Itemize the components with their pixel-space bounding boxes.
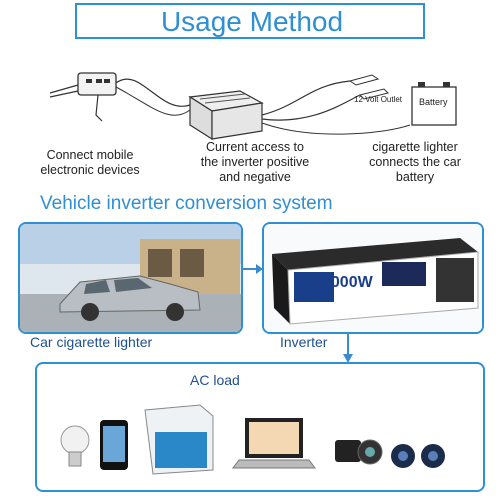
battery-label: Battery xyxy=(419,97,448,107)
inverter-illustration xyxy=(264,224,482,332)
ac-load-devices xyxy=(60,404,445,475)
camera-icon xyxy=(335,439,383,465)
speaker-icon xyxy=(391,444,445,468)
inverter-power-label: 3000W xyxy=(322,274,373,291)
wiring-illustration xyxy=(49,72,457,141)
car-image-panel xyxy=(18,222,243,334)
car-illustration xyxy=(20,224,241,332)
battery-icon xyxy=(411,82,457,126)
step-caption-devices: Connect mobile electronic devices xyxy=(40,148,140,177)
ac-load-label: AC load xyxy=(190,372,240,388)
car-icon xyxy=(59,275,201,321)
small-inverter-icon xyxy=(188,90,264,141)
ac-load-panel xyxy=(35,362,485,492)
arrow-right-icon xyxy=(242,264,263,274)
battery-clip-icon xyxy=(348,74,389,100)
car-fridge-icon xyxy=(144,404,214,475)
title-box: Usage Method xyxy=(75,3,425,39)
system-title: Vehicle inverter conversion system xyxy=(40,193,333,214)
arrow-down-icon xyxy=(343,334,353,363)
inverter-label: Inverter xyxy=(280,334,328,350)
smartphone-icon xyxy=(100,420,128,470)
light-bulb-icon xyxy=(60,425,90,467)
outlet-label: 12 Volt Outlet xyxy=(354,95,403,104)
step-caption-battery: cigarette lighter connects the car batte… xyxy=(369,140,461,184)
car-label: Car cigarette lighter xyxy=(30,334,153,350)
laptop-icon xyxy=(232,418,316,469)
step-caption-inverter: Current access to the inverter positive … xyxy=(200,140,310,184)
page-title: Usage Method xyxy=(160,6,344,37)
usb-plug-icon xyxy=(49,72,117,122)
inverter-image-panel: 3000W xyxy=(262,222,484,334)
